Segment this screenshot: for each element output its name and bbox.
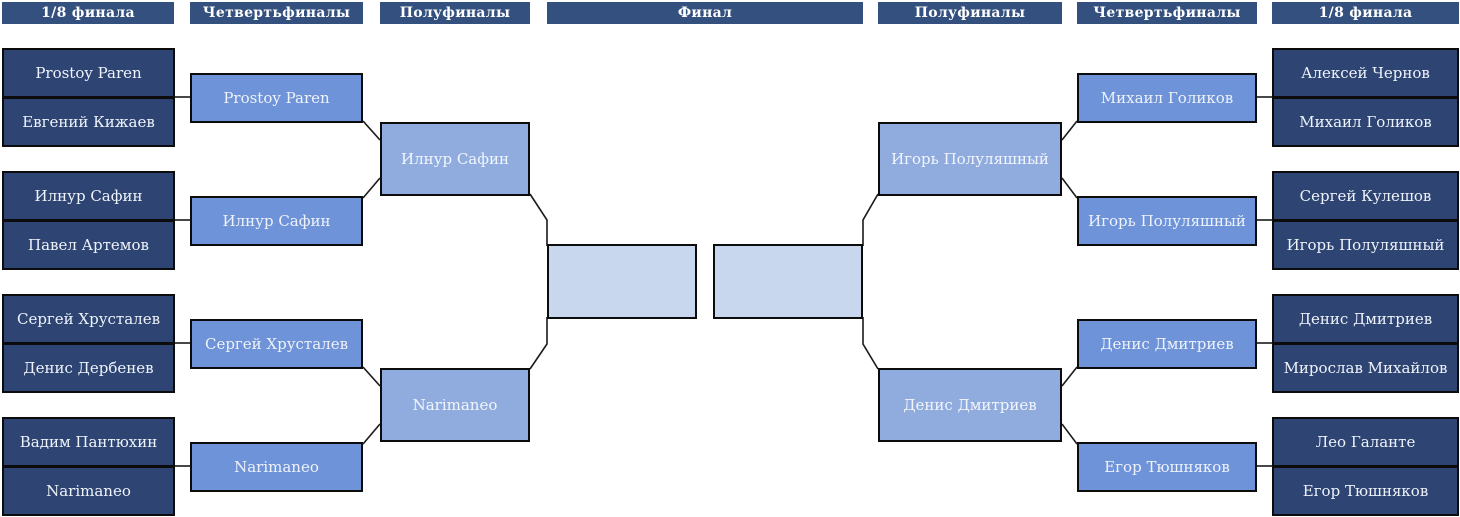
round16-right-m4-player1: Лео Галанте <box>1272 417 1459 467</box>
stage-header-quarterfinals-left: Четвертьфиналы <box>190 2 363 24</box>
round16-left-m3-player1: Сергей Хрусталев <box>2 294 175 344</box>
semifinal-left-winner2: Narimaneo <box>380 368 530 442</box>
round16-right-m1-player2: Михаил Голиков <box>1272 97 1459 147</box>
stage-header-semifinals-left: Полуфиналы <box>380 2 530 24</box>
stage-header-round16-left: 1/8 финала <box>2 2 174 24</box>
round16-right-m4-player2: Егор Тюшняков <box>1272 466 1459 516</box>
quarterfinal-left-winner2: Илнур Сафин <box>190 196 363 246</box>
semifinal-right-winner2: Денис Дмитриев <box>878 368 1062 442</box>
semifinal-right-winner1: Игорь Полуляшный <box>878 122 1062 196</box>
stage-header-final: Финал <box>547 2 863 24</box>
round16-left-m2-player2: Павел Артемов <box>2 220 175 270</box>
quarterfinal-left-winner3: Сергей Хрусталев <box>190 319 363 369</box>
semifinal-left-winner1: Илнур Сафин <box>380 122 530 196</box>
quarterfinal-left-winner1: Prostoy Paren <box>190 73 363 123</box>
round16-left-m1-player2: Евгений Кижаев <box>2 97 175 147</box>
round16-right-m2-player2: Игорь Полуляшный <box>1272 220 1459 270</box>
round16-right-m3-player1: Денис Дмитриев <box>1272 294 1459 344</box>
quarterfinal-right-winner3: Денис Дмитриев <box>1077 319 1257 369</box>
quarterfinal-right-winner1: Михаил Голиков <box>1077 73 1257 123</box>
quarterfinal-right-winner2: Игорь Полуляшный <box>1077 196 1257 246</box>
round16-left-m2-player1: Илнур Сафин <box>2 171 175 221</box>
quarterfinal-right-winner4: Егор Тюшняков <box>1077 442 1257 492</box>
round16-right-m3-player2: Мирослав Михайлов <box>1272 343 1459 393</box>
round16-left-m4-player1: Вадим Пантюхин <box>2 417 175 467</box>
quarterfinal-left-winner4: Narimaneo <box>190 442 363 492</box>
stage-header-quarterfinals-right: Четвертьфиналы <box>1077 2 1257 24</box>
round16-right-m2-player1: Сергей Кулешов <box>1272 171 1459 221</box>
round16-left-m4-player2: Narimaneo <box>2 466 175 516</box>
round16-left-m1-player1: Prostoy Paren <box>2 48 175 98</box>
final-slot-left <box>547 244 697 319</box>
stage-header-semifinals-right: Полуфиналы <box>878 2 1062 24</box>
round16-right-m1-player1: Алексей Чернов <box>1272 48 1459 98</box>
round16-left-m3-player2: Денис Дербенев <box>2 343 175 393</box>
stage-header-round16-right: 1/8 финала <box>1272 2 1459 24</box>
final-slot-right <box>713 244 863 319</box>
